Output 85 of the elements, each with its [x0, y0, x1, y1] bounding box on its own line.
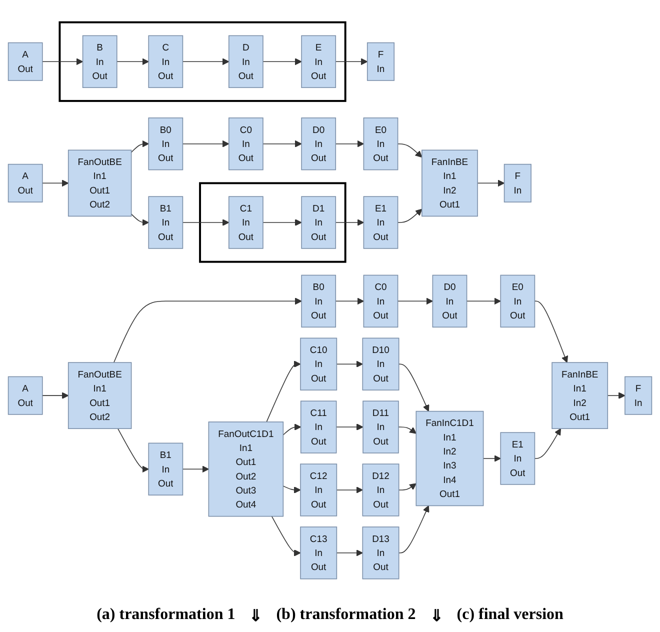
arrow: [182, 58, 230, 66]
arrow: [336, 361, 363, 368]
arrow: [534, 301, 568, 364]
arrow: [534, 428, 561, 460]
cluster: [199, 182, 346, 264]
node-box: C0 In Out: [363, 275, 398, 328]
node-box: B In Out: [82, 36, 118, 88]
node-box: D0 In Out: [432, 275, 468, 328]
arrow: [42, 58, 84, 66]
arrow: [398, 484, 416, 491]
arrow: [398, 427, 416, 434]
node-box: B1 In Out: [148, 196, 184, 250]
node-box: FanInC1D1 In1 In2 In3 In4 Out1: [416, 411, 484, 507]
arrow: [117, 428, 149, 473]
node-box: B0 In Out: [301, 275, 336, 328]
node-box: E1 In Out: [363, 196, 398, 250]
arrow: [607, 392, 626, 400]
arrow: [116, 58, 149, 66]
node-box: A Out: [8, 376, 43, 416]
node-box: C11 In Out: [300, 401, 337, 454]
node-box: FanOutC1D1 In1 Out1 Out2 Out3 Out4: [208, 422, 284, 518]
arrow: [398, 364, 430, 412]
arrow: [477, 180, 505, 188]
arrow: [466, 298, 501, 306]
cluster: [58, 22, 346, 102]
node-box: E0 In Out: [363, 118, 398, 171]
arrow: [130, 140, 149, 154]
node-box: C13 In Out: [300, 526, 338, 580]
arrow: [182, 140, 230, 148]
arrow: [482, 455, 501, 462]
arrow: [335, 58, 368, 66]
node-box: FanOutBE In1 Out1 Out2: [68, 362, 132, 430]
node-box: FanInBE In1 In2 Out1: [552, 362, 608, 430]
caption-text: ⇓: [430, 607, 443, 626]
arrow: [336, 424, 364, 431]
node-box: B0 In Out: [148, 118, 184, 171]
arrow: [42, 180, 69, 188]
node-box: E0 In Out: [500, 275, 536, 328]
arrow: [266, 361, 301, 423]
node-box: C0 In Out: [228, 118, 264, 171]
arrow: [282, 486, 301, 494]
node-box: E1 In Out: [500, 432, 536, 486]
node-box: C12 In Out: [300, 464, 338, 517]
caption-text: (a) transformation 1: [96, 606, 236, 625]
node-box: D In Out: [228, 36, 264, 88]
arrow: [262, 140, 302, 148]
arrow: [397, 298, 433, 306]
arrow: [182, 219, 230, 226]
node-box: E In Out: [301, 36, 336, 88]
arrow: [113, 298, 302, 364]
arrow: [335, 219, 364, 226]
arrow: [42, 392, 69, 400]
node-box: F In: [624, 376, 652, 416]
caption-text: ⇓: [249, 607, 262, 626]
node-box: B1 In Out: [148, 443, 184, 496]
node-box: FanInBE In1 In2 Out1: [422, 150, 478, 218]
node-box: D10 In Out: [362, 338, 400, 391]
arrow: [336, 550, 363, 557]
arrow: [336, 486, 363, 494]
node-box: A Out: [8, 42, 43, 82]
caption-text: (c) final version: [456, 606, 564, 625]
arrow: [271, 516, 301, 557]
arrow: [130, 214, 149, 226]
arrow: [397, 144, 422, 158]
arrow: [397, 209, 422, 224]
node-box: D1 In Out: [301, 196, 336, 250]
node-box: F In: [366, 42, 395, 82]
arrow: [182, 466, 209, 473]
node-box: FanOutBE In1 Out1 Out2: [68, 150, 132, 218]
node-box: C10 In Out: [300, 338, 338, 391]
node-box: C In Out: [148, 36, 184, 88]
node-box: D12 In Out: [362, 464, 400, 517]
node-box: A Out: [8, 164, 43, 203]
node-box: C1 In Out: [228, 196, 264, 250]
caption-text: (b) transformation 2: [276, 606, 416, 625]
arrow: [262, 58, 302, 66]
arrow: [335, 298, 364, 306]
arrow: [262, 219, 302, 226]
node-box: D11 In Out: [362, 401, 399, 454]
node-box: F In: [504, 164, 532, 203]
arrow: [282, 424, 302, 436]
node-box: D0 In Out: [301, 118, 336, 171]
arrow: [335, 140, 364, 148]
node-box: D13 In Out: [362, 526, 400, 580]
arrow: [398, 506, 430, 554]
